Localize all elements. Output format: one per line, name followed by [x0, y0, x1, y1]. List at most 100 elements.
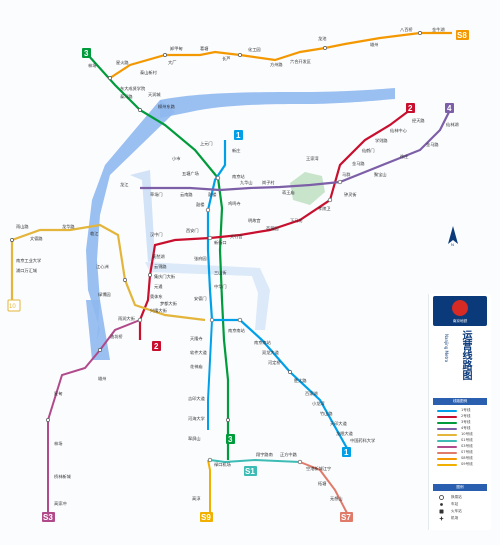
river-channel-west	[86, 100, 175, 340]
station-label: 天润城	[148, 91, 161, 98]
station-label: 金牛湖	[432, 26, 445, 33]
legend-heading: 线路图例	[433, 398, 487, 405]
station-dot[interactable]	[207, 457, 213, 463]
legend-row: 1号线	[435, 408, 487, 414]
line-badge-s1[interactable]: S1	[244, 466, 257, 476]
station-label: 柘塘	[318, 480, 326, 487]
station-label: 龙江	[120, 181, 128, 188]
purple-mountain-park	[290, 172, 325, 205]
station-dot[interactable]	[323, 46, 327, 50]
station-label: 龙眠大道	[336, 430, 354, 437]
station-dot[interactable]	[327, 197, 333, 203]
station-label: 下马坊	[290, 217, 303, 224]
symbol-row: 车站	[437, 501, 487, 508]
station-label: 中国药科大学	[350, 437, 375, 444]
station-label: 小市	[172, 155, 180, 162]
station-label: 花神庙	[190, 363, 203, 370]
svg-text:N: N	[451, 242, 454, 246]
line-badge-s7[interactable]: S7	[340, 512, 353, 522]
station-dot[interactable]	[123, 278, 127, 282]
station-dot[interactable]	[108, 76, 112, 80]
line-badge-label: S7	[341, 513, 351, 522]
legend-swatch	[437, 458, 457, 460]
legend-label: 4号线	[461, 426, 471, 430]
metro-logo-icon	[452, 300, 468, 316]
legend-row: S8号线	[435, 456, 487, 462]
line-s8	[109, 31, 452, 79]
symbol-label: 火车站	[451, 509, 462, 513]
station-dot[interactable]	[10, 238, 14, 242]
legend-row: 2号线	[435, 414, 487, 420]
legend-row: S1号线	[435, 438, 487, 444]
station-dot[interactable]	[237, 317, 243, 323]
station-label: 元通	[154, 283, 163, 290]
station-label: 双龙大道	[262, 349, 280, 356]
line-badge-s9[interactable]: S9	[200, 512, 213, 522]
station-dot[interactable]	[46, 418, 50, 422]
logo-text: 南京地铁	[452, 319, 468, 323]
station-dot[interactable]	[137, 317, 143, 323]
legend-swatch	[437, 428, 457, 430]
line-badge-3-north[interactable]: 3	[82, 48, 91, 58]
station-dot[interactable]	[148, 273, 152, 277]
station-label: 安德门	[194, 295, 207, 302]
station-label: 龙华路	[62, 223, 75, 230]
station-dot[interactable]	[215, 175, 221, 181]
legend-swatch	[437, 422, 457, 424]
station-label: 翔宇路南	[256, 451, 273, 458]
station-label: 天印大道	[330, 420, 348, 427]
station-label: 雄州	[98, 375, 106, 382]
station-label: 柳州东路	[158, 103, 176, 110]
station-label: 吉印大道	[188, 395, 206, 402]
station-label: 徐庄	[400, 153, 408, 160]
symbol-label: 换乘站	[451, 495, 462, 499]
line-badge-1-south[interactable]: 1	[342, 447, 351, 457]
station-dot[interactable]	[98, 348, 102, 352]
legend-row: S7号线	[435, 450, 487, 456]
station-label: 南京站	[232, 173, 245, 180]
line-badge-10[interactable]: 10	[7, 299, 21, 312]
station-label: 大行宫	[230, 233, 243, 240]
station-dot[interactable]	[418, 31, 422, 35]
station-label: 蒋王庙	[282, 189, 295, 196]
panel-subtitle: Nanjing Metro	[444, 334, 449, 363]
station-dot[interactable]	[209, 317, 215, 323]
station-label: 浦口万汇城	[16, 267, 38, 274]
line-1-south	[207, 319, 213, 430]
station-dot[interactable]	[205, 207, 211, 213]
symbol-label: 机场	[451, 516, 459, 520]
station-dot[interactable]	[297, 459, 303, 465]
station-dot[interactable]	[337, 179, 343, 185]
station-label: 王家湾	[306, 155, 319, 162]
station-dot[interactable]	[226, 418, 230, 422]
line-badge-2-east[interactable]: 2	[406, 103, 415, 113]
legend-label: S3号线	[461, 444, 473, 448]
station-dot[interactable]	[138, 108, 142, 112]
station-icon	[440, 503, 443, 506]
station-label: 化工园	[248, 46, 261, 53]
line-badge-4[interactable]: 4	[445, 103, 454, 113]
legend-panel: 南京地铁 Nanjing Metro 运营线路图 线路图例 1号线 2号线 3号…	[428, 294, 491, 530]
station-label: 软件大道	[190, 349, 208, 356]
line-badge-s8[interactable]: S8	[456, 30, 469, 40]
station-label: 仙林中心	[390, 127, 408, 134]
legend-swatch	[437, 446, 457, 448]
legend-swatch	[437, 452, 457, 454]
line-legend: 1号线 2号线 3号线 4号线 10号线 S1号线 S3号线 S7号线 S8号线…	[435, 408, 487, 468]
line-2	[138, 109, 411, 340]
line-badge-label: 1	[344, 448, 349, 457]
station-dot[interactable]	[163, 53, 167, 57]
station-label: 雄州	[370, 41, 378, 48]
station-dot[interactable]	[238, 53, 242, 57]
yangtze-river	[160, 88, 395, 118]
station-dot[interactable]	[288, 370, 292, 374]
line-badge-1-north[interactable]: 1	[234, 130, 243, 140]
line-badge-label: S3	[43, 513, 53, 522]
station-dot[interactable]	[207, 235, 213, 241]
line-badge-2-west[interactable]: 2	[152, 341, 161, 351]
station-label: 雨山路	[16, 223, 29, 230]
line-badge-3-south[interactable]: 3	[226, 434, 235, 444]
legend-label: 3号线	[461, 420, 471, 424]
legend-row: 4号线	[435, 426, 487, 432]
line-badge-s3[interactable]: S3	[42, 512, 55, 522]
